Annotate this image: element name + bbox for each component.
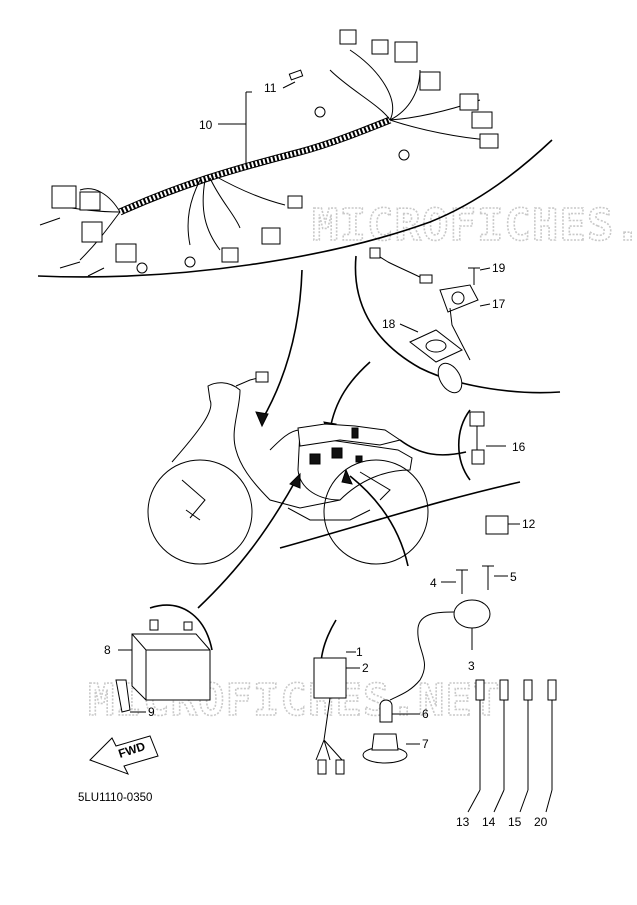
callout-19: 19 bbox=[492, 261, 506, 275]
part-16: 16 bbox=[399, 409, 526, 481]
callout-13: 13 bbox=[456, 815, 470, 829]
lower-arrow bbox=[349, 475, 409, 567]
forward-arrow: FWD bbox=[89, 735, 159, 775]
callout-9: 9 bbox=[148, 705, 155, 719]
part-4-5: 4 5 bbox=[430, 565, 517, 594]
battery-section: 8 9 bbox=[104, 472, 301, 719]
callout-14: 14 bbox=[482, 815, 496, 829]
harness-arrow bbox=[261, 269, 303, 421]
watermark-top: MICROFICHES.NET bbox=[312, 200, 637, 251]
fuel-arrow bbox=[329, 361, 371, 431]
callout-11: 11 bbox=[264, 81, 277, 95]
scooter-outline bbox=[147, 371, 429, 565]
document-code: 5LU1110-0350 bbox=[78, 792, 152, 804]
cable-ties: 13 14 15 20 bbox=[456, 679, 557, 829]
callout-10: 10 bbox=[199, 118, 213, 132]
fuel-sender-section: 19 17 18 bbox=[354, 247, 561, 394]
part-3-6: 3 6 7 bbox=[362, 599, 491, 764]
callout-20: 20 bbox=[534, 815, 548, 829]
callout-17: 17 bbox=[492, 297, 506, 311]
battery-arrow bbox=[197, 479, 297, 609]
lower-divider bbox=[279, 481, 521, 549]
callout-4: 4 bbox=[430, 576, 437, 590]
callout-12: 12 bbox=[522, 517, 536, 531]
callout-5: 5 bbox=[510, 570, 517, 584]
callout-6: 6 bbox=[422, 707, 429, 721]
callout-16: 16 bbox=[512, 440, 526, 454]
callout-2: 2 bbox=[362, 661, 369, 675]
callout-8: 8 bbox=[104, 643, 111, 657]
callout-1: 1 bbox=[356, 645, 363, 659]
callout-15: 15 bbox=[508, 815, 522, 829]
part-1-2: 1 2 bbox=[313, 619, 369, 775]
callout-7: 7 bbox=[422, 737, 429, 751]
part-12: 12 bbox=[485, 515, 536, 535]
callout-3: 3 bbox=[468, 659, 475, 673]
wire-harness-section: 10 11 bbox=[37, 29, 553, 278]
callout-18: 18 bbox=[382, 317, 396, 331]
